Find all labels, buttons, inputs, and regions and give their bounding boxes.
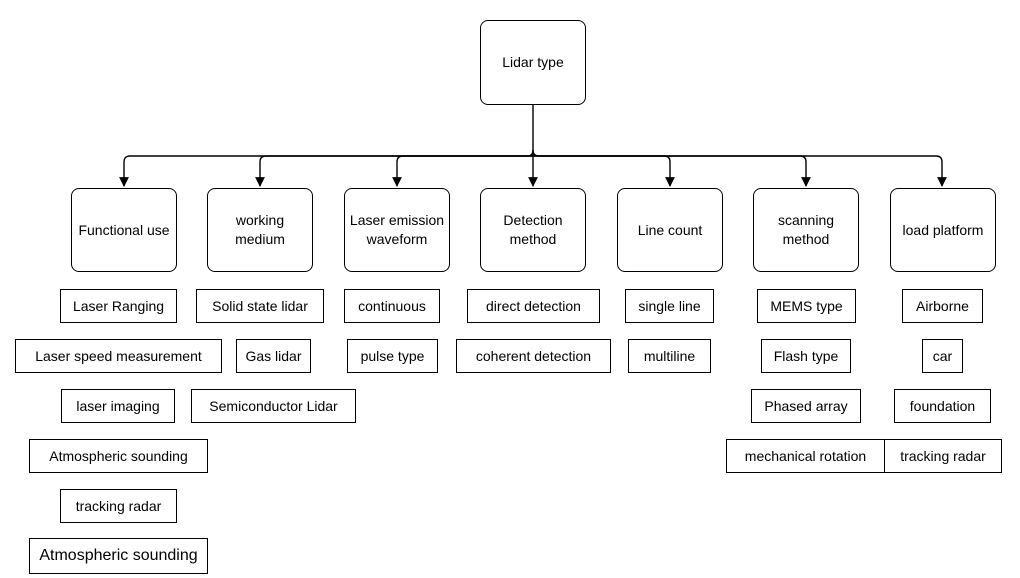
branch-line-5 — [533, 155, 675, 187]
root-node: Lidar type — [480, 20, 586, 105]
item-multiline: multiline — [628, 339, 711, 373]
category-label: Functional use — [78, 221, 170, 238]
item-continuous: continuous — [344, 289, 440, 323]
item-solid-state-lidar: Solid state lidar — [196, 289, 324, 323]
category-load-platform: load platform — [890, 188, 996, 272]
item-mems-type: MEMS type — [757, 289, 856, 323]
category-label: Detection method — [503, 212, 563, 247]
branch-line-6 — [533, 155, 811, 187]
item-atmospheric-sounding: Atmospheric sounding — [29, 439, 208, 473]
branch-line-right — [532, 149, 947, 187]
item-direct-detection: direct detection — [467, 289, 600, 323]
item-mechanical-rotation: mechanical rotation — [726, 439, 885, 473]
item-laser-imaging: laser imaging — [61, 389, 175, 423]
item-airborne: Airborne — [902, 289, 983, 323]
category-scanning-method: scanning method — [753, 188, 859, 272]
category-label: working medium — [235, 212, 285, 247]
item-phased-array: Phased array — [751, 389, 861, 423]
item-flash-type: Flash type — [761, 339, 851, 373]
item-gas-lidar: Gas lidar — [236, 339, 311, 373]
category-line-count: Line count — [617, 188, 723, 272]
category-label: scanning method — [777, 212, 835, 247]
item-semiconductor-lidar: Semiconductor Lidar — [191, 389, 356, 423]
item-pulse-type: pulse type — [347, 339, 438, 373]
category-label: Laser emission waveform — [349, 212, 445, 247]
item-coherent-detection: coherent detection — [456, 339, 611, 373]
item-atmospheric-sounding-2: Atmospheric sounding — [29, 538, 208, 574]
item-foundation: foundation — [894, 389, 991, 423]
category-laser-emission-waveform: Laser emission waveform — [344, 188, 450, 272]
item-tracking-radar: tracking radar — [60, 489, 177, 523]
category-label: Line count — [637, 221, 703, 238]
root-label: Lidar type — [502, 54, 564, 70]
category-functional-use: Functional use — [71, 188, 177, 272]
category-detection-method: Detection method — [480, 188, 586, 272]
item-car: car — [922, 339, 963, 373]
item-tracking-radar-platform: tracking radar — [884, 439, 1002, 473]
category-label: load platform — [902, 221, 984, 238]
category-working-medium: working medium — [207, 188, 313, 272]
item-laser-ranging: Laser Ranging — [60, 289, 177, 323]
item-single-line: single line — [625, 289, 714, 323]
branch-line-3 — [392, 155, 533, 187]
branch-line-2 — [255, 155, 533, 187]
item-laser-speed-measurement: Laser speed measurement — [15, 339, 222, 373]
